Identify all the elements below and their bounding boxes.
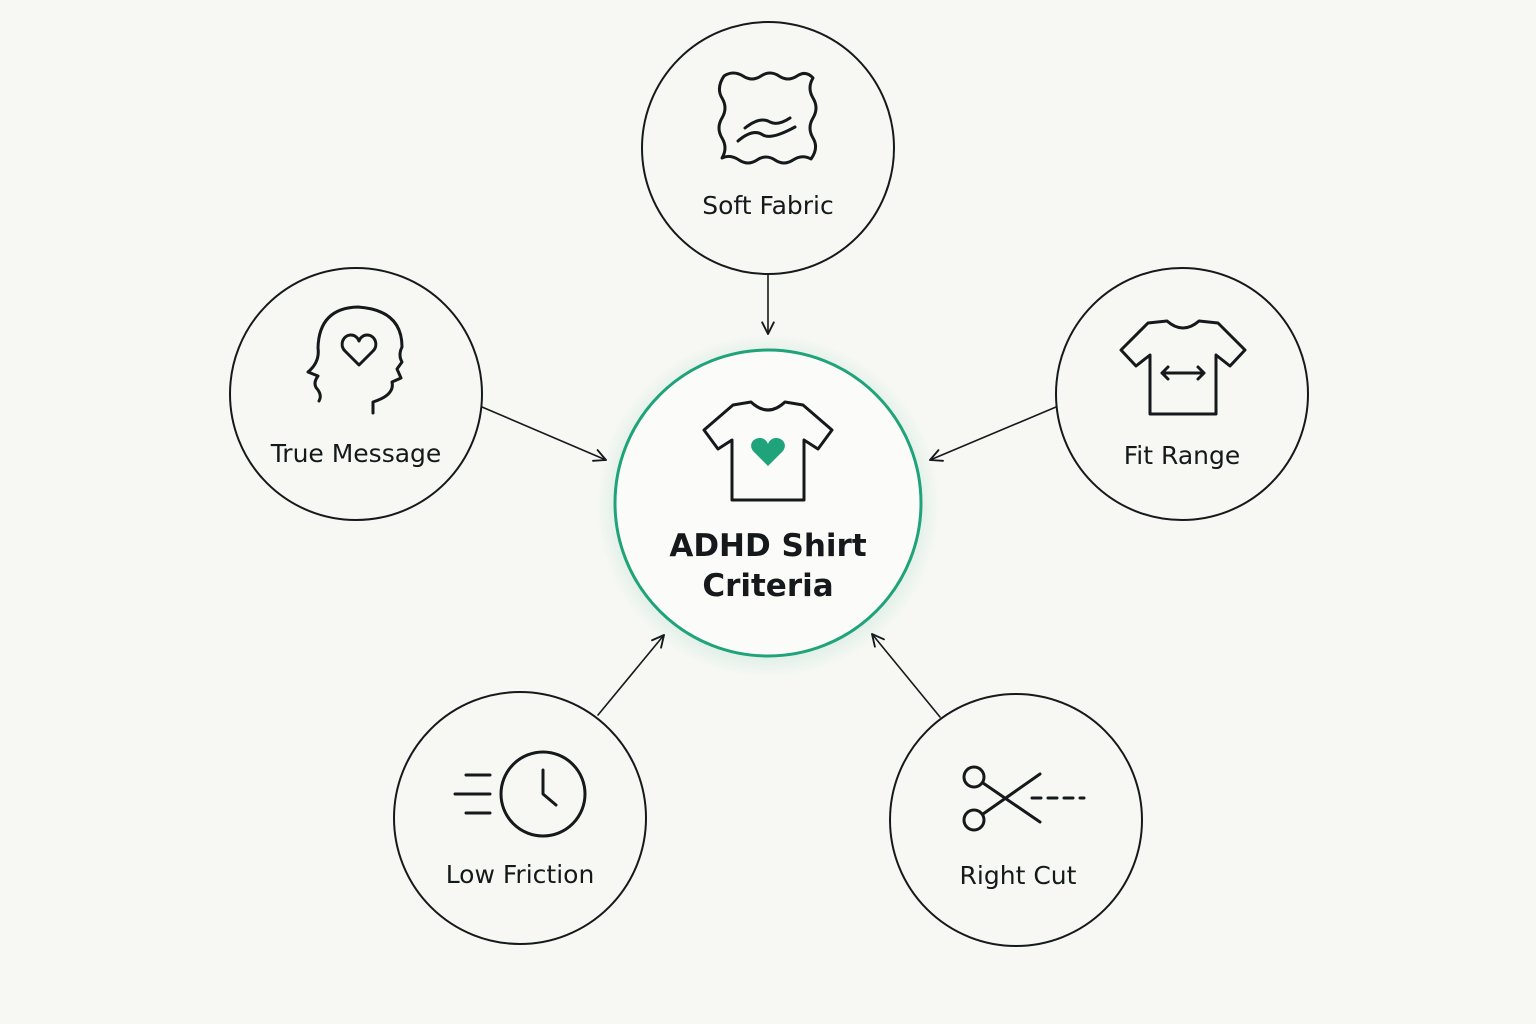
node-label: Right Cut bbox=[960, 861, 1077, 890]
node-true-message: True Message bbox=[229, 267, 483, 521]
node-right-cut: Right Cut bbox=[889, 693, 1143, 947]
node-low-friction: Low Friction bbox=[393, 691, 647, 945]
node-ring bbox=[889, 693, 1143, 947]
node-ring bbox=[1055, 267, 1309, 521]
tshirt-heart-icon bbox=[702, 400, 834, 502]
fast-clock-icon bbox=[453, 750, 587, 838]
node-label: True Message bbox=[270, 439, 442, 468]
node-ring bbox=[393, 691, 647, 945]
fabric-swatch-icon bbox=[717, 71, 818, 165]
node-fit-range: Fit Range bbox=[1055, 267, 1309, 521]
node-label: Low Friction bbox=[446, 860, 595, 889]
connector-right-cut bbox=[871, 633, 941, 718]
connector-true-message bbox=[481, 406, 607, 462]
scissors-cut-icon bbox=[962, 765, 1086, 832]
node-soft-fabric: Soft Fabric bbox=[641, 21, 895, 275]
center-title-line2: Criteria bbox=[702, 568, 833, 604]
connector-low-friction bbox=[597, 634, 665, 716]
center-title-line1: ADHD Shirt bbox=[669, 528, 867, 564]
node-label: Soft Fabric bbox=[702, 191, 834, 220]
node-label: Fit Range bbox=[1124, 441, 1241, 470]
node-ring bbox=[229, 267, 483, 521]
center-ring bbox=[613, 348, 923, 658]
connector-fit-range bbox=[929, 406, 1057, 462]
head-heart-icon bbox=[306, 305, 404, 415]
tshirt-width-icon bbox=[1119, 319, 1247, 416]
center-node: ADHD Shirt Criteria bbox=[596, 334, 940, 678]
node-ring bbox=[641, 21, 895, 275]
